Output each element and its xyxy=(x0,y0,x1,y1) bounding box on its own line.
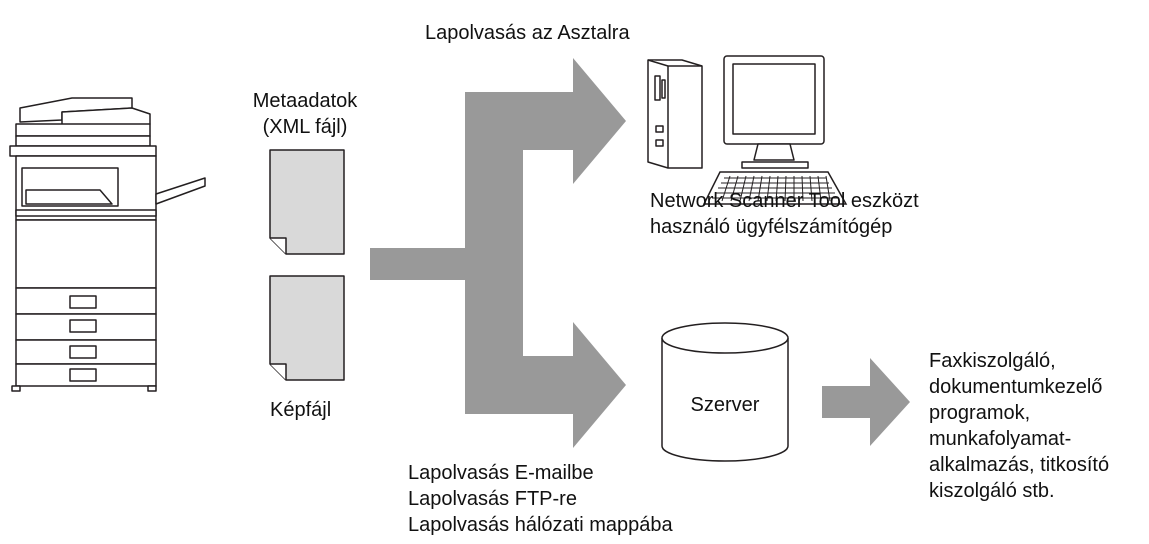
mfp-printer-icon xyxy=(9,97,206,392)
metadata-label-line2: (XML fájl) xyxy=(262,116,348,138)
apps-label-line6: kiszolgáló stb. xyxy=(929,480,1055,502)
desktop-scan-title: Lapolvasás az Asztalra xyxy=(425,22,630,44)
scan-folder-label: Lapolvasás hálózati mappába xyxy=(408,514,673,536)
metadata-document-icon xyxy=(269,149,345,255)
apps-label-line3: programok, xyxy=(929,402,1031,424)
apps-label-line2: dokumentumkezelő xyxy=(929,376,1103,398)
monitor-icon xyxy=(723,55,825,169)
server-cylinder-icon xyxy=(661,322,789,462)
server-label: Szerver xyxy=(690,394,760,416)
tower-computer-icon xyxy=(647,59,703,169)
apps-label-line5: alkalmazás, titkosító xyxy=(929,454,1110,476)
branch-arrow-icon xyxy=(370,58,626,448)
keyboard-icon xyxy=(702,171,848,205)
image-file-label: Képfájl xyxy=(270,399,332,421)
image-document-icon xyxy=(269,275,345,381)
client-label-line2: használó ügyfélszámítógép xyxy=(650,216,893,238)
scan-ftp-label: Lapolvasás FTP-re xyxy=(408,488,577,510)
scan-email-label: Lapolvasás E-mailbe xyxy=(408,462,594,484)
apps-label-line1: Faxkiszolgáló, xyxy=(929,350,1056,372)
apps-label-line4: munkafolyamat- xyxy=(929,428,1072,450)
output-arrow-icon xyxy=(822,358,910,446)
client-label-line1: Network Scanner Tool eszközt xyxy=(650,190,919,212)
metadata-label-line1: Metaadatok xyxy=(252,90,358,112)
